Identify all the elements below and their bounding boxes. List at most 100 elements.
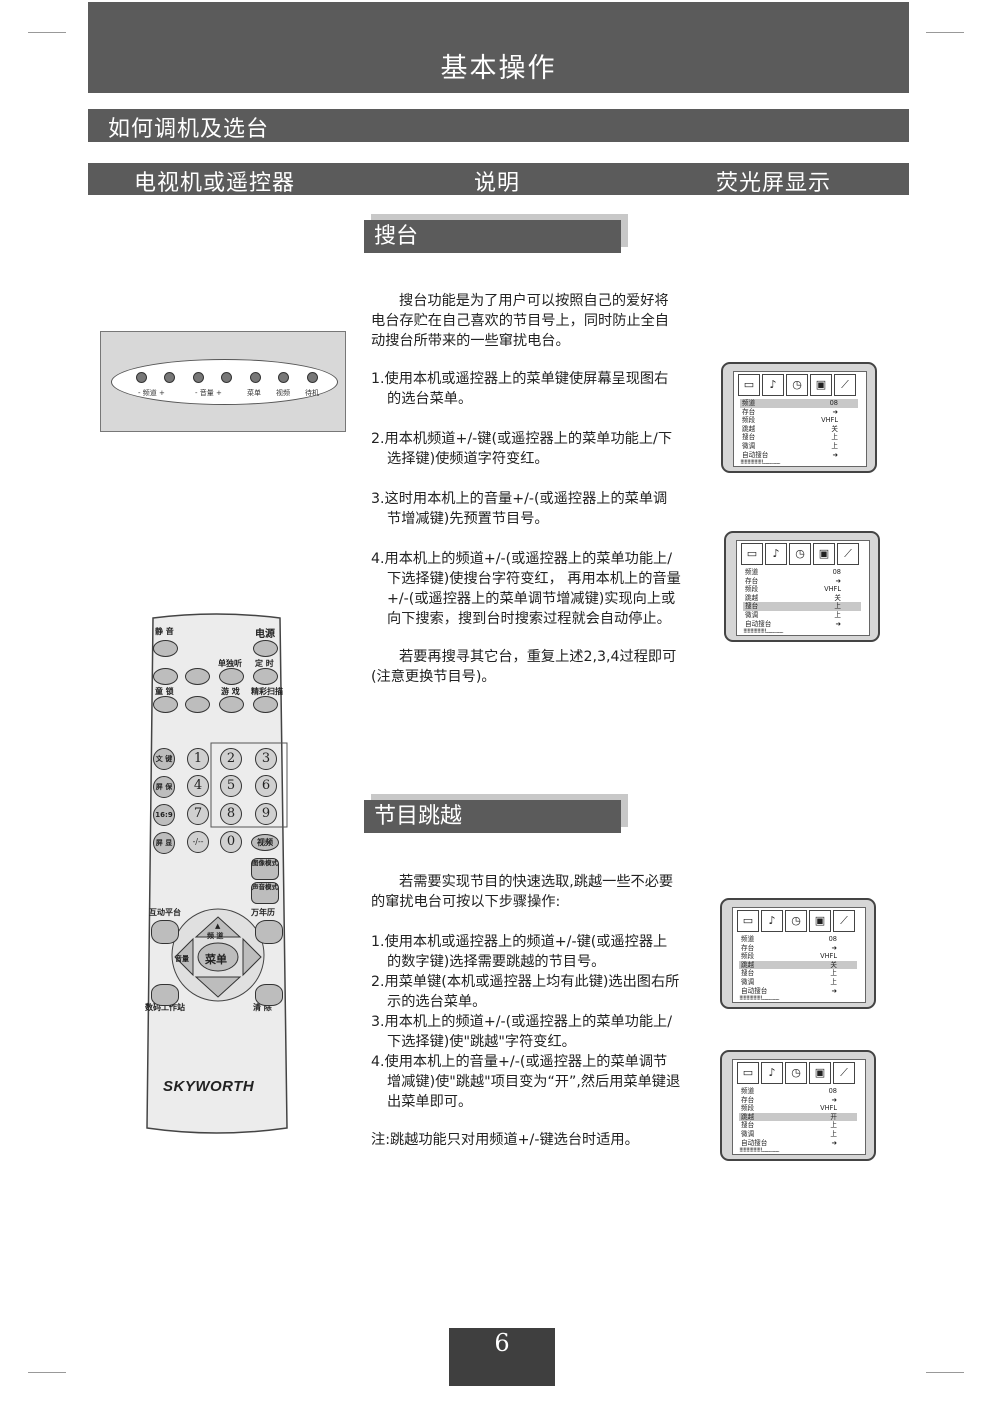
tv-front-panel: - 频道 + - 音量 + 菜单 视频 待机 bbox=[100, 331, 346, 432]
crop-mark bbox=[28, 1372, 66, 1373]
game-label: 游 戏 bbox=[221, 687, 240, 696]
signal-bar: !!!!!!!!!!!!!!!!................... bbox=[740, 459, 781, 467]
page-title: 基本操作 bbox=[440, 53, 557, 84]
signal-bar: !!!!!!!!!!!!!!!!................... bbox=[739, 995, 780, 1003]
text-key[interactable]: 文 键 bbox=[153, 748, 175, 770]
clock-icon: ◷ bbox=[785, 910, 807, 932]
music-icon: ♪ bbox=[765, 543, 787, 565]
digit-1-button[interactable]: 1 bbox=[187, 748, 209, 770]
power-button[interactable] bbox=[253, 640, 278, 657]
search-step-3: 3.这时用本机上的音量+/-(或遥控器上的菜单调节增减键)先预置节目号。 bbox=[371, 491, 668, 527]
osd-row: 跳越关 bbox=[739, 960, 857, 970]
section-heading-skip: 节目跳越 bbox=[364, 794, 628, 833]
panel-standby-button[interactable] bbox=[307, 372, 318, 383]
digital-button[interactable] bbox=[151, 984, 179, 1006]
skip-intro: 若需要实现节目的快速选取,跳越一些不必要的窜扰电台可按以下步骤操作: bbox=[371, 874, 674, 910]
child-lock-button[interactable] bbox=[153, 696, 178, 713]
clear-label: 清 除 bbox=[253, 1003, 272, 1012]
clock-icon: ◷ bbox=[785, 1062, 807, 1084]
tv-icon: ▭ bbox=[741, 543, 763, 565]
display-key[interactable]: 屏 显 bbox=[153, 832, 175, 854]
child-lock-label: 童 锁 bbox=[155, 687, 174, 696]
digit-7-button[interactable]: 7 bbox=[187, 803, 209, 825]
single-listen-button[interactable] bbox=[219, 668, 244, 685]
osd-row: 搜台上 bbox=[741, 969, 837, 978]
search-step-1: 1.使用本机或遥控器上的菜单键使屏幕呈现图右的选台菜单。 bbox=[371, 371, 669, 407]
digit-9-button[interactable]: 9 bbox=[255, 803, 277, 825]
osd-row: 自动搜台➜ bbox=[742, 450, 838, 459]
digit-3-button[interactable]: 3 bbox=[255, 748, 277, 770]
interactive-button[interactable] bbox=[151, 920, 179, 944]
search-instructions: 搜台功能是为了用户可以按照自己的爱好将电台存贮在自己喜欢的节目号上，同时防止全自… bbox=[371, 291, 681, 687]
remote-button[interactable] bbox=[185, 668, 210, 685]
digit-0-button[interactable]: 0 bbox=[220, 831, 242, 853]
channel-minus-button[interactable] bbox=[136, 372, 147, 383]
osd-row: 存台➜ bbox=[741, 1095, 837, 1104]
channel-plus-button[interactable] bbox=[164, 372, 175, 383]
osd-row: 搜台上 bbox=[743, 602, 861, 611]
clear-button[interactable] bbox=[255, 984, 283, 1006]
antenna-icon: ⟋ bbox=[833, 910, 855, 932]
osd-row: 搜台上 bbox=[742, 433, 838, 442]
column-header-left: 电视机或遥控器 bbox=[134, 171, 296, 196]
digital-label: 数码工作站 bbox=[145, 1003, 185, 1012]
page-number: 6 bbox=[449, 1328, 555, 1386]
page-title-bar: 基本操作 bbox=[88, 2, 909, 93]
section-header: 如何调机及选台 bbox=[108, 117, 270, 142]
chevron-up-icon: ▲ bbox=[215, 922, 221, 930]
osd-row: 微调上 bbox=[741, 1129, 837, 1138]
volume-plus-button[interactable] bbox=[221, 372, 232, 383]
game-button[interactable] bbox=[219, 696, 244, 713]
skip-step-2: 2.用菜单键(本机或遥控器上均有此键)选出图右所示的选台菜单。 bbox=[371, 974, 680, 1010]
osd-row: 存台➜ bbox=[742, 407, 838, 416]
menu-label: 菜单 bbox=[247, 389, 261, 397]
calendar-label: 万年历 bbox=[251, 908, 275, 917]
digit-2-button[interactable]: 2 bbox=[220, 748, 242, 770]
search-step-2: 2.用本机频道+/-键(或遥控器上的菜单功能上/下选择键)使频道字符变红。 bbox=[371, 431, 673, 467]
digit-4-button[interactable]: 4 bbox=[187, 775, 209, 797]
calendar-button[interactable] bbox=[255, 920, 283, 944]
mute-label: 静 音 bbox=[155, 627, 174, 636]
crop-mark bbox=[28, 32, 66, 33]
volume-minus-button[interactable] bbox=[193, 372, 204, 383]
remote-button[interactable] bbox=[153, 668, 178, 685]
video-button[interactable]: 视频 bbox=[251, 834, 279, 851]
skip-step-4: 4.使用本机上的音量+/-(或遥控器上的菜单调节增减键)使"跳越"项目变为“开”… bbox=[371, 1054, 681, 1110]
aspect-key[interactable]: 16:9 bbox=[153, 804, 175, 826]
tv-icon: ▭ bbox=[737, 1062, 759, 1084]
antenna-icon: ⟋ bbox=[834, 374, 856, 396]
digit-6-button[interactable]: 6 bbox=[255, 775, 277, 797]
screensaver-key[interactable]: 屏 保 bbox=[153, 776, 175, 798]
panel-menu-button[interactable] bbox=[250, 372, 261, 383]
panel-video-button[interactable] bbox=[278, 372, 289, 383]
digit-5-button[interactable]: 5 bbox=[220, 775, 242, 797]
dpad[interactable] bbox=[145, 907, 288, 1027]
menu-button-label: 菜单 bbox=[205, 953, 227, 966]
channel-label: - 频道 + bbox=[138, 389, 165, 397]
osd-row: 存台➜ bbox=[745, 576, 841, 585]
power-label: 电源 bbox=[255, 629, 275, 640]
antenna-icon: ⟋ bbox=[837, 543, 859, 565]
timer-label: 定 时 bbox=[255, 659, 274, 668]
video-label: 视频 bbox=[276, 389, 290, 397]
mute-button[interactable] bbox=[153, 640, 178, 657]
digit-dash-button[interactable]: -/-- bbox=[187, 831, 209, 853]
picture-mode-button[interactable]: 图像模式 bbox=[251, 858, 279, 880]
digit-8-button[interactable]: 8 bbox=[220, 803, 242, 825]
scan-button[interactable] bbox=[253, 696, 278, 713]
remote-button[interactable] bbox=[185, 696, 210, 713]
sound-mode-button[interactable]: 声音模式 bbox=[251, 882, 279, 904]
timer-button[interactable] bbox=[253, 668, 278, 685]
search-intro: 搜台功能是为了用户可以按照自己的爱好将电台存贮在自己喜欢的节目号上，同时防止全自… bbox=[371, 293, 669, 349]
crop-mark bbox=[926, 32, 964, 33]
